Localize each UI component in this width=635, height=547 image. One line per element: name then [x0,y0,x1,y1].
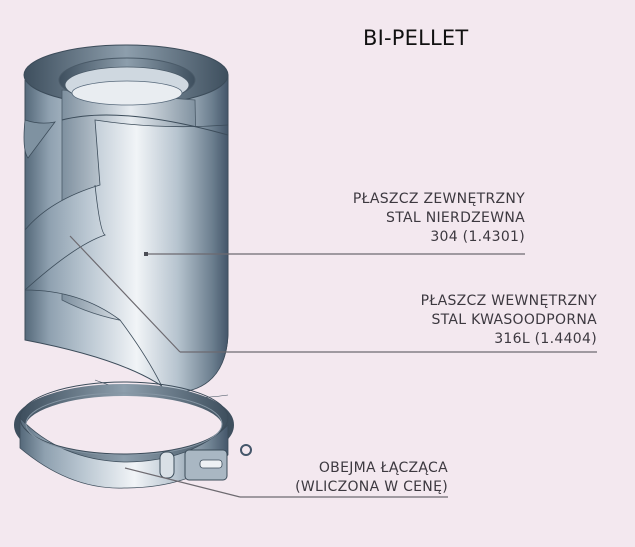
callout-line: STAL KWASOODPORNA [431,312,597,328]
callout-outer-shell: PŁASZCZ ZEWNĘTRZNY STAL NIERDZEWNA 304 (… [353,190,525,247]
clamp-ring [14,381,252,489]
callout-line: PŁASZCZ WEWNĘTRZNY [420,293,597,309]
leader-lines [69,235,597,498]
product-title: BI-PELLET [363,26,469,50]
callout-line: STAL NIERDZEWNA [386,210,525,226]
callout-inner-shell: PŁASZCZ WEWNĘTRZNY STAL KWASOODPORNA 316… [421,292,597,349]
callout-line: PŁASZCZ ZEWNĘTRZNY [352,191,525,207]
callout-line: 304 (1.4301) [430,229,525,245]
callout-line: 316L (1.4404) [494,331,597,347]
callout-line: OBEJMA ŁĄCZĄCA [318,460,448,476]
callout-line: (WLICZONA W CENĘ) [295,479,448,495]
callout-clamp: OBEJMA ŁĄCZĄCA (WLICZONA W CENĘ) [295,459,448,497]
outer-shell-front [24,119,229,394]
